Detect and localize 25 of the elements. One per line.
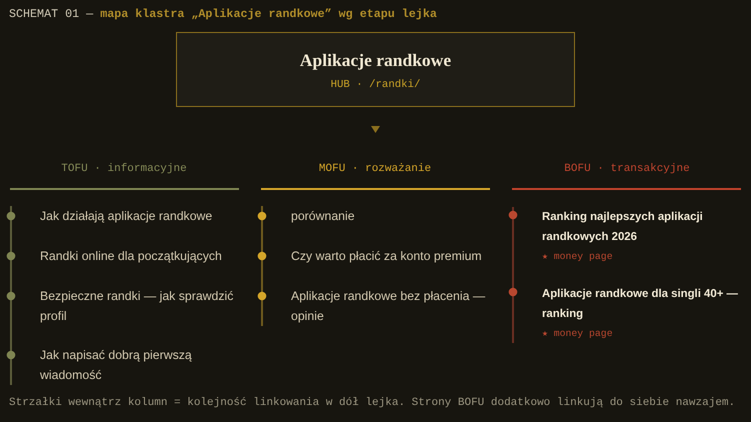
- article-title: Aplikacje randkowe dla singli 40+ — ranking: [542, 287, 739, 322]
- timeline-connector: [10, 326, 12, 345]
- article-title: Bezpieczne randki — jak sprawdzić profil: [40, 288, 234, 325]
- diagram-title: SCHEMAT 01 — mapa klastra „Aplikacje randkowe” wg etapu lejka: [9, 6, 437, 22]
- caption: Strzałki wewnątrz kolumn = kolejność linkowania w dół lejka. Strony BOFU dodatkowo linkują do siebie nawzajem.: [9, 396, 736, 411]
- hub-title: Aplikacje randkowe: [300, 49, 452, 71]
- page-tag: ★ money page: [542, 247, 613, 266]
- timeline-connector: [261, 226, 263, 246]
- article-title: Randki online dla początkujących: [40, 248, 222, 265]
- stage-heading: MOFU · rozważanie: [318, 162, 432, 177]
- page-tag: ★ money page: [542, 324, 613, 343]
- article-title: Aplikacje randkowe bez płacenia — opinie: [291, 288, 486, 325]
- article-title: Ranking najlepszych aplikacji randkowych 2026: [542, 210, 704, 245]
- article-title: Czy warto płacić za konto premium: [291, 248, 482, 265]
- article-title: Jak działają aplikacje randkowe: [40, 208, 212, 225]
- hub-subtitle: HUB · /randki/: [330, 78, 420, 93]
- timeline-connector: [512, 266, 514, 284]
- article-title: Jak napisać dobrą pierwszą wiadomość: [40, 347, 193, 384]
- timeline-connector: [261, 266, 263, 286]
- stage-heading: TOFU · informacyjne: [61, 162, 187, 177]
- timeline-connector: [10, 266, 12, 286]
- article-title: porównanie: [291, 208, 355, 225]
- hub-box: [176, 32, 575, 107]
- timeline-connector: [10, 226, 12, 246]
- stage-heading: BOFU · transakcyjne: [564, 162, 690, 177]
